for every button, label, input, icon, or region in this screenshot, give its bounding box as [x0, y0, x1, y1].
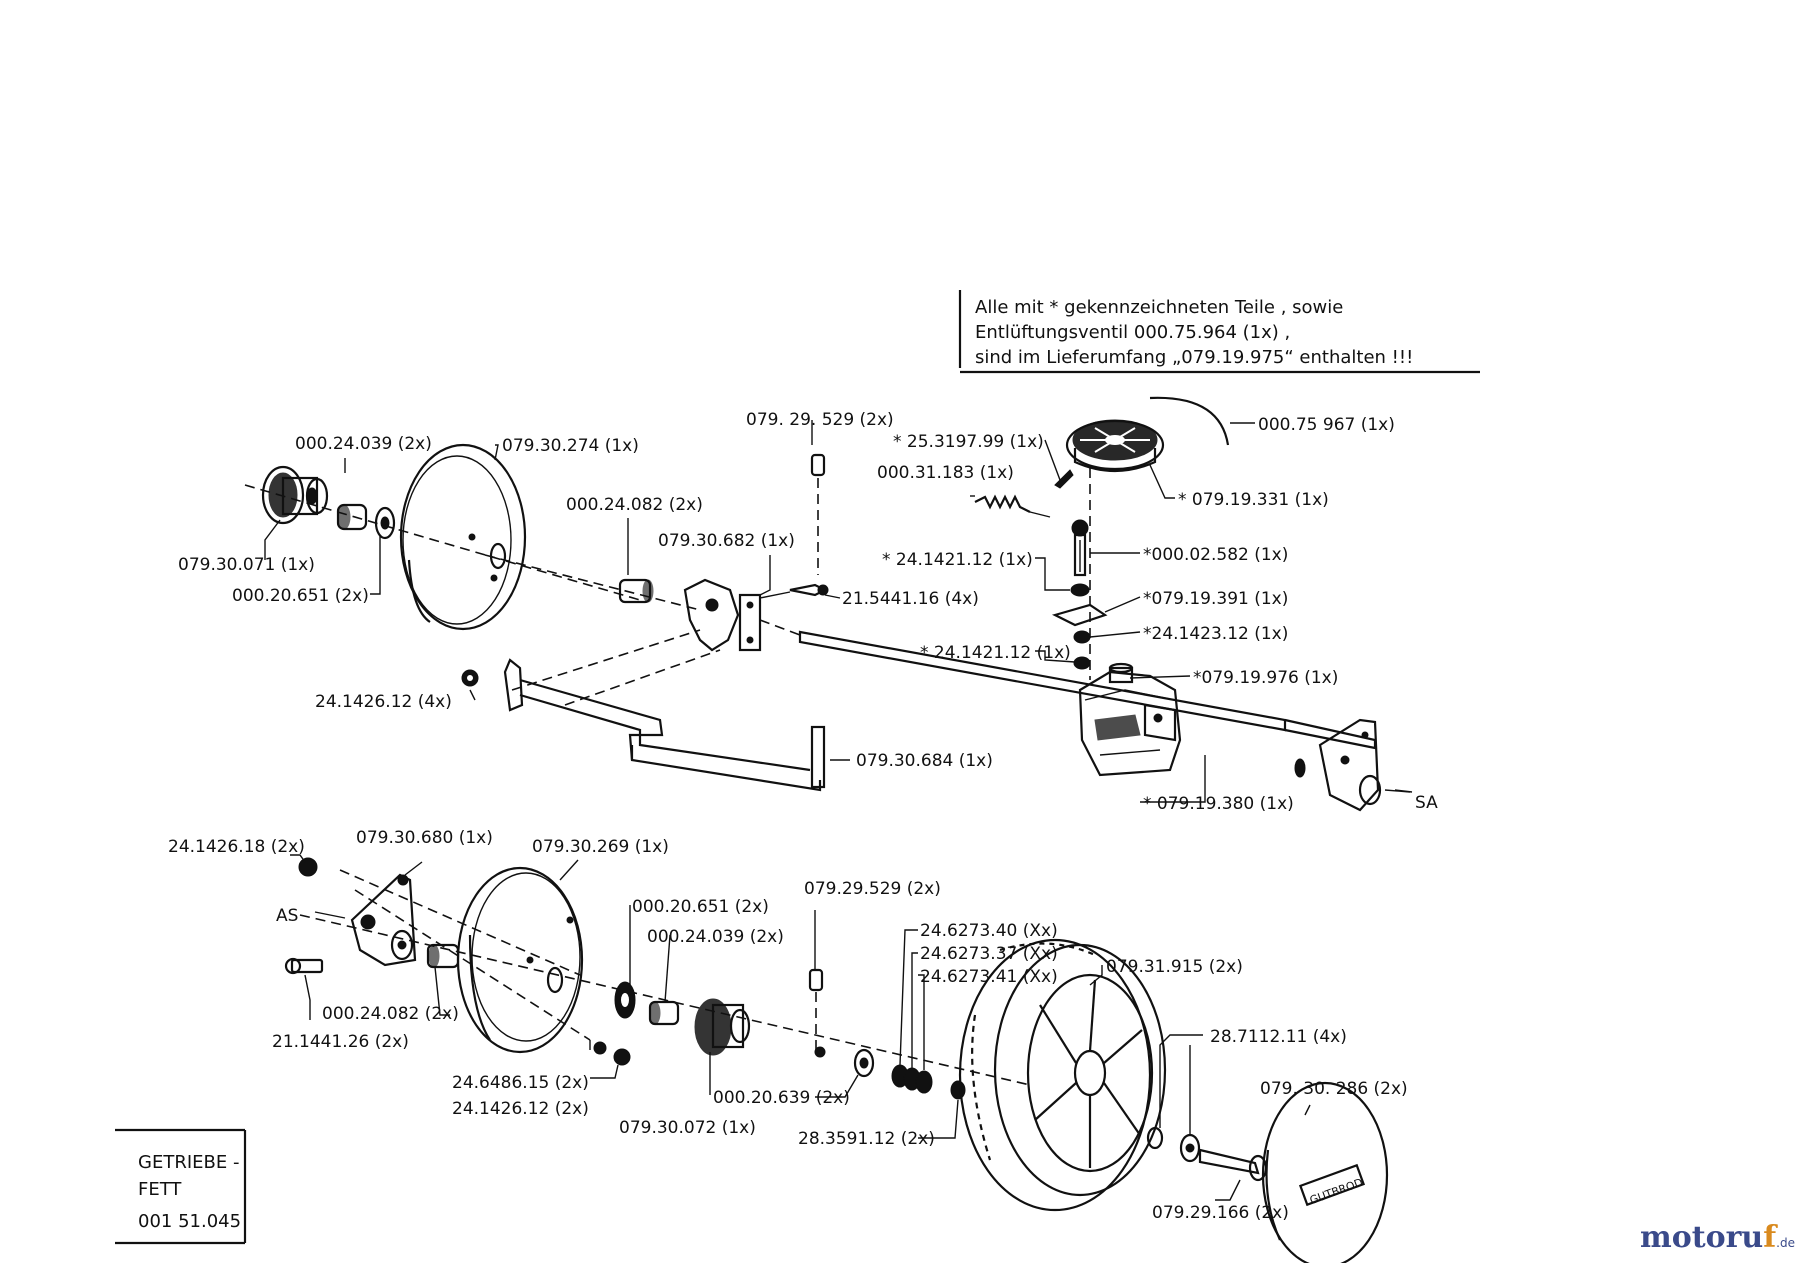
label-24-6273-37: 24.6273.37 (Xx): [920, 944, 1058, 964]
label-079-19-391: *079.19.391 (1x): [1143, 589, 1288, 609]
label-24-1426-12-top: 24.1426.12 (4x): [315, 692, 452, 712]
label-24-1421-12-b: * 24.1421.12 (1x): [920, 643, 1071, 663]
gearbox-assembly: [974, 396, 1411, 812]
label-21-1441-26: 21.1441.26 (2x): [272, 1032, 409, 1052]
label-000-75-967: 000.75 967 (1x): [1258, 415, 1395, 435]
label-000-24-082-bot: 000.24.082 (2x): [322, 1004, 459, 1024]
label-21-5441-16: 21.5441.16 (4x): [842, 589, 979, 609]
label-079-19-380: * 079.19.380 (1x): [1143, 794, 1294, 814]
disc-wheel-top: [399, 443, 527, 631]
adjuster-bracket-top: [683, 578, 762, 652]
small-gear-lower: [614, 981, 636, 1019]
clip-top: [810, 453, 826, 575]
watermark-part-3: .de: [1776, 1236, 1795, 1250]
washer-right-a: [1146, 1126, 1164, 1150]
label-AS: AS: [276, 906, 298, 926]
washer-lower-a: [593, 1041, 607, 1055]
label-24-1421-12-a: * 24.1421.12 (1x): [882, 550, 1033, 570]
note-line-2: Entlüftungsventil 000.75.964 (1x) ,: [975, 322, 1290, 343]
label-079-30-072: 079.30.072 (1x): [619, 1118, 756, 1138]
nut-small-lower: [298, 857, 318, 877]
screw-top: [759, 583, 829, 599]
bolt-lower: [284, 957, 324, 975]
washer-top: [374, 506, 396, 540]
grease-line-2: FETT: [138, 1179, 182, 1200]
part-labels: 000.24.039 (2x) 079.30.274 (1x) 079.30.0…: [168, 410, 1438, 1223]
note-line-1: Alle mit * gekennzeichneten Teile , sowi…: [975, 297, 1343, 318]
label-24-6273-41: 24.6273.41 (Xx): [920, 967, 1058, 987]
spacer-top: [618, 578, 654, 604]
disc-wheel-lower: [456, 866, 584, 1054]
label-079-30-071: 079.30.071 (1x): [178, 555, 315, 575]
drive-pinion: [261, 465, 329, 525]
label-000-20-651-bot: 000.20.651 (2x): [632, 897, 769, 917]
washer-stack: [853, 1048, 966, 1100]
watermark-part-2: f: [1763, 1220, 1778, 1255]
vent-stack: [1051, 519, 1108, 670]
assembly-note: Alle mit * gekennzeichneten Teile , sowi…: [958, 290, 1480, 374]
watermark-part-1: motoru: [1640, 1220, 1763, 1255]
label-000-24-082-top: 000.24.082 (2x): [566, 495, 703, 515]
label-24-1426-18: 24.1426.18 (2x): [168, 837, 305, 857]
bushing-lower: [426, 943, 460, 969]
label-24-1426-12-bot: 24.1426.12 (2x): [452, 1099, 589, 1119]
label-000-31-183: 000.31.183 (1x): [877, 463, 1014, 483]
label-079-29-529-bot: 079.29.529 (2x): [804, 879, 941, 899]
spacer-lower: [648, 1000, 680, 1026]
pinion-lower: [694, 998, 751, 1056]
label-24-1423-12: *24.1423.12 (1x): [1143, 624, 1288, 644]
pulley: [1065, 419, 1165, 473]
leader-lines: [264, 420, 1413, 1201]
label-24-6273-40: 24.6273.40 (Xx): [920, 921, 1058, 941]
bushing-top: [336, 503, 368, 531]
label-079-29-166: 079.29.166 (2x): [1152, 1203, 1289, 1223]
watermark: motoruf.de: [1640, 1220, 1795, 1255]
spring: [974, 494, 1051, 518]
label-24-6486-15: 24.6486.15 (2x): [452, 1073, 589, 1093]
nut-lower-a: [613, 1048, 631, 1066]
label-079-19-976: *079.19.976 (1x): [1193, 668, 1338, 688]
right-bracket: [1294, 718, 1411, 812]
label-079-31-915: 079.31.915 (2x): [1106, 957, 1243, 977]
tire-wheel: [958, 938, 1167, 1212]
gearbox-housing: [1078, 662, 1182, 777]
axle-bolt: [1198, 1148, 1268, 1182]
label-079-30-680: 079.30.680 (1x): [356, 828, 493, 848]
grease-line-1: GETRIEBE -: [138, 1152, 239, 1173]
grease-box: GETRIEBE - FETT 001 51.045: [115, 1128, 247, 1245]
clip-lower: [808, 968, 826, 1058]
label-079-30-684: 079.30.684 (1x): [856, 751, 993, 771]
grease-line-3: 001 51.045: [138, 1211, 241, 1232]
label-079-30-286: 079. 30. 286 (2x): [1260, 1079, 1408, 1099]
label-000-24-039-top: 000.24.039 (2x): [295, 434, 432, 454]
label-28-7112-11: 28.7112.11 (4x): [1210, 1027, 1347, 1047]
label-000-20-639: 000.20.639 (2x): [713, 1088, 850, 1108]
hub-cap: GUTBROD: [1261, 1081, 1389, 1263]
note-line-3: sind im Lieferumfang „079.19.975“ enthal…: [975, 347, 1413, 368]
label-079-30-269: 079.30.269 (1x): [532, 837, 669, 857]
nut-left: [461, 669, 479, 687]
label-000-20-651-top: 000.20.651 (2x): [232, 586, 369, 606]
label-079-19-331: * 079.19.331 (1x): [1178, 490, 1329, 510]
label-000-24-039-bot: 000.24.039 (2x): [647, 927, 784, 947]
adjuster-bracket-lower: [350, 873, 417, 967]
label-25-3197-99: * 25.3197.99 (1x): [893, 432, 1044, 452]
pin-small: [1054, 469, 1074, 489]
label-28-3591-12: 28.3591.12 (2x): [798, 1129, 935, 1149]
svg-text:motoruf.de: motoruf.de: [1640, 1220, 1795, 1255]
label-079-30-682: 079.30.682 (1x): [658, 531, 795, 551]
label-079-29-529-top: 079. 29. 529 (2x): [746, 410, 894, 430]
drive-belt-section: [1149, 396, 1230, 446]
height-adjust-frame: [503, 629, 826, 792]
label-SA: SA: [1415, 793, 1438, 813]
label-079-30-274: 079.30.274 (1x): [502, 436, 639, 456]
label-000-02-582: *000.02.582 (1x): [1143, 545, 1288, 565]
